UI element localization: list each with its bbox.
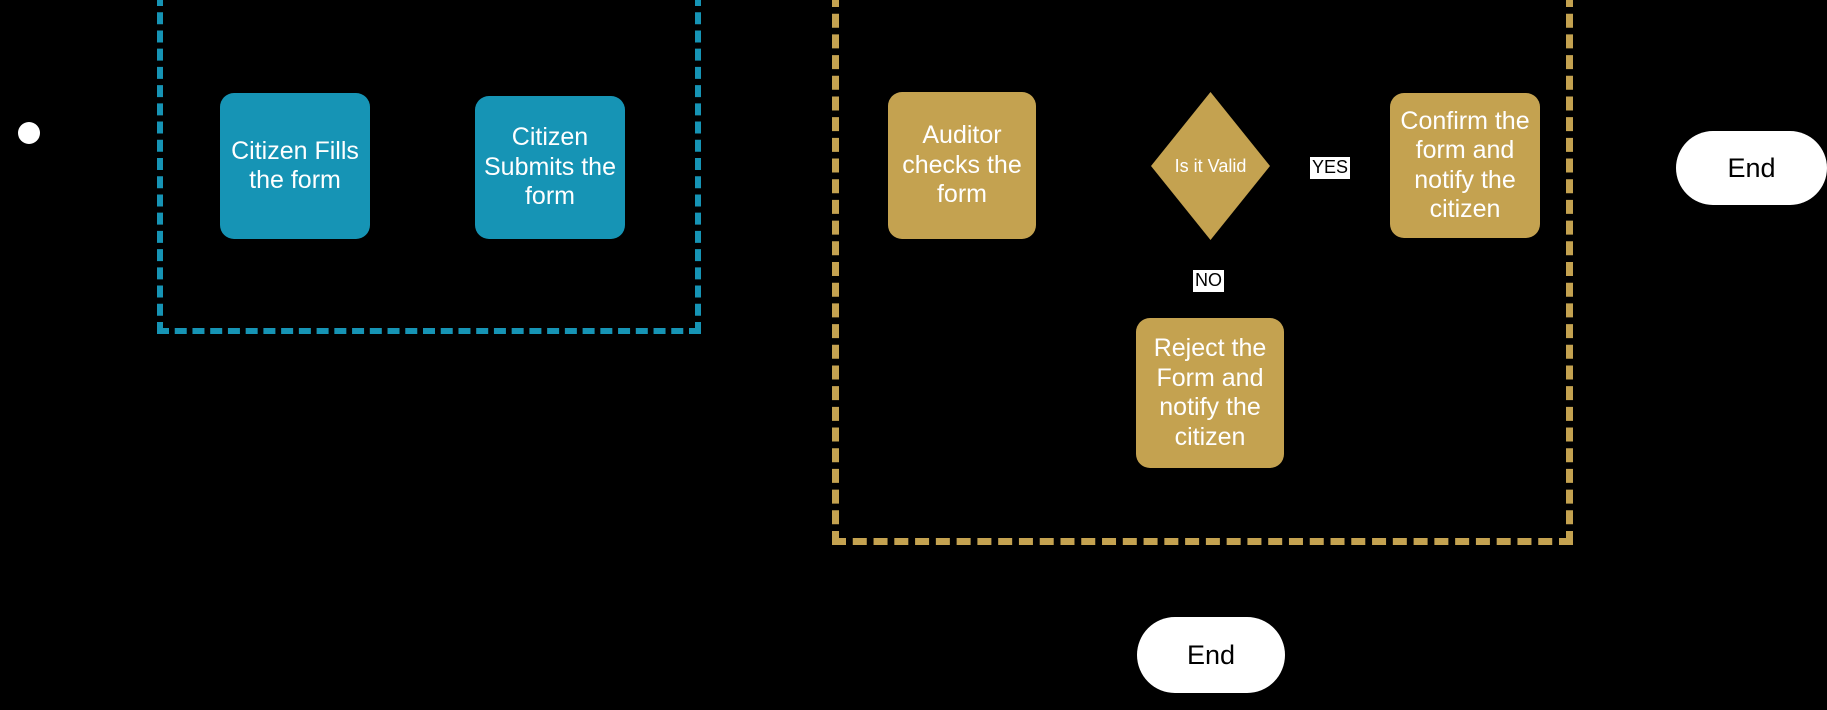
node-reject-form-notify-citizen-label: Reject the Form and notify the citizen <box>1153 334 1267 451</box>
auditor-group-container[interactable] <box>832 0 1573 545</box>
node-end-right-label: End <box>1727 152 1776 183</box>
node-auditor-checks-form-label: Auditor checks the form <box>902 121 1022 209</box>
node-end-right[interactable]: End <box>1676 131 1827 205</box>
start-node[interactable] <box>18 122 40 144</box>
edge-label-yes: YES <box>1310 157 1351 179</box>
node-end-bottom[interactable]: End <box>1137 617 1285 693</box>
node-citizen-submits-form[interactable]: Citizen Submits the form <box>475 96 625 239</box>
node-citizen-submits-form-label: Citizen Submits the form <box>483 123 616 211</box>
node-citizen-fills-form-label: Citizen Fills the form <box>231 136 359 195</box>
edge-label-no: NO <box>1193 270 1224 292</box>
node-is-it-valid-decision[interactable]: Is it Valid <box>1151 92 1270 240</box>
node-reject-form-notify-citizen[interactable]: Reject the Form and notify the citizen <box>1136 318 1284 468</box>
node-confirm-form-notify-citizen-label: Confirm the form and notify the citizen <box>1400 106 1530 224</box>
citizen-group-container[interactable] <box>157 0 701 334</box>
node-auditor-checks-form[interactable]: Auditor checks the form <box>888 92 1036 239</box>
node-end-bottom-label: End <box>1186 639 1236 670</box>
node-confirm-form-notify-citizen[interactable]: Confirm the form and notify the citizen <box>1390 93 1540 238</box>
node-citizen-fills-form[interactable]: Citizen Fills the form <box>220 93 370 239</box>
